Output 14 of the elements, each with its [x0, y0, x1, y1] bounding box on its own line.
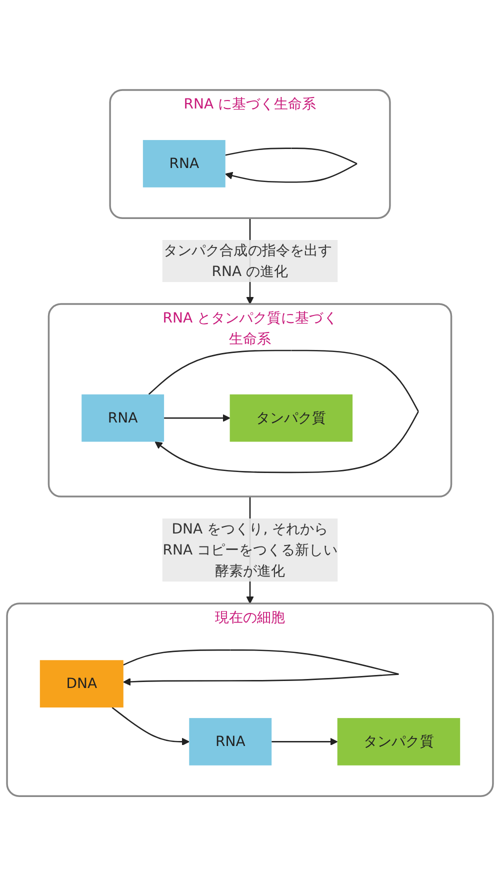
- arrow: [225, 148, 358, 184]
- node-box: タンパク質: [337, 718, 460, 766]
- node-box: DNA: [40, 660, 124, 708]
- node-box: RNA: [82, 394, 164, 442]
- node-box: RNA: [142, 140, 226, 188]
- node-box: RNA: [189, 718, 272, 766]
- arrow: [123, 650, 399, 686]
- arrow: [112, 707, 190, 746]
- edge-label: タンパク合成の指令を出す RNA の進化: [164, 242, 332, 280]
- node-box: タンパク質: [230, 394, 353, 442]
- edge-label: DNA をつくり, それからRNA コピーをつくる新しい酵素が進化: [162, 520, 338, 580]
- arrow: [272, 738, 338, 746]
- arrow: [164, 414, 230, 422]
- arrow: [148, 350, 419, 474]
